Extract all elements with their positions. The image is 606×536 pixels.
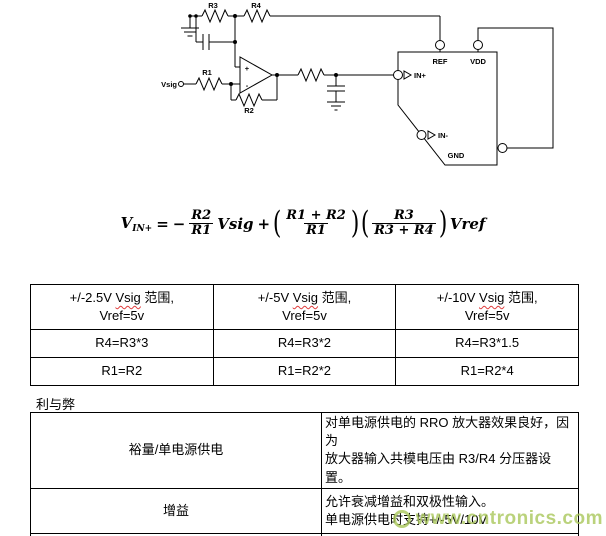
opamp: + - (239, 56, 274, 94)
ground-symbol-rc (327, 101, 345, 111)
range-header-5v: +/-5V Vsig 范围, Vref=5v (212, 284, 397, 330)
pros-row-headroom: 裕量/单电源供电 对单电源供电的 RRO 放大器效果良好，因为 放大器输入共模电… (30, 412, 579, 489)
fraction-r3-r3r4: R3 R3 + R4 (372, 208, 436, 239)
r1-cell: R1=R2*2 (212, 357, 397, 386)
range-header-10v: +/-10V Vsig 范围, Vref=5v (395, 284, 579, 330)
plus-sign: + (257, 214, 271, 233)
resistor-r4: R4 (243, 1, 271, 24)
minus-sign: − (172, 214, 186, 233)
vsig-label: Vsig (161, 80, 177, 89)
left-paren: ( (272, 204, 282, 241)
r4-cell: R4=R3*1.5 (395, 329, 579, 358)
vsig-input: Vsig (161, 80, 196, 89)
r1-cell: R1=R2 (30, 357, 214, 386)
fraction-r1r2-r1: R1 + R2 R1 (286, 208, 346, 239)
opamp-minus-sign: - (246, 81, 249, 90)
vdd-label: VDD (470, 57, 486, 66)
range-table-r4-row: R4=R3*3 R4=R3*2 R4=R3*1.5 (30, 329, 579, 358)
watermark-logo-icon (392, 510, 411, 528)
pros-cons-table: 裕量/单电源供电 对单电源供电的 RRO 放大器效果良好，因为 放大器输入共模电… (30, 412, 579, 536)
r4-cell: R4=R3*3 (30, 329, 214, 358)
right-paren: ) (350, 204, 360, 241)
rc-filter-resistor (272, 67, 394, 83)
vdd-gnd-wire (477, 27, 554, 149)
range-table-header-row: +/-2.5V Vsig 范围, Vref=5v +/-5V Vsig 范围, … (30, 284, 579, 330)
pros-cons-title: 利与弊 (36, 397, 76, 412)
r1-label: R1 (202, 68, 212, 77)
fraction-r2-r1: R2 R1 (189, 208, 214, 239)
r4-label: R4 (251, 1, 261, 10)
vsig-term: Vsig (217, 214, 254, 233)
gnd-label: GND (448, 151, 465, 160)
pros-row-gain: 增益 允许衰减增益和双极性输入。 单电源供电时支持+/-5V/10V (30, 487, 579, 534)
divider-capacitor (194, 14, 237, 50)
resistor-r2-feedback: R2 (230, 73, 279, 115)
vref-term: Vref (449, 214, 486, 233)
r1-cell: R1=R2*4 (395, 357, 579, 386)
watermark: www.cntronics.com (392, 508, 603, 530)
ref-label: REF (433, 57, 448, 66)
pros-desc: 高阻抗受放大器的输入漏电流限制 (321, 532, 579, 536)
range-table-r1-row: R1=R2 R1=R2*2 R1=R2*4 (30, 357, 579, 386)
pin-vdd: VDD (470, 40, 486, 66)
pros-desc: 对单电源供电的 RRO 放大器效果良好，因为 放大器输入共模电压由 R3/R4 … (321, 412, 579, 489)
r2-label: R2 (244, 106, 254, 115)
opamp-plus-sign: + (245, 64, 250, 73)
resistor-r1: R1 (195, 68, 240, 92)
pros-label: 增益 (30, 487, 322, 534)
rc-filter-capacitor (327, 75, 345, 102)
left-paren: ( (360, 204, 370, 241)
pros-label: 裕量/单电源供电 (30, 412, 322, 489)
resistor-r3: R3 (201, 1, 229, 24)
vsig-range-table: +/-2.5V Vsig 范围, Vref=5v +/-5V Vsig 范围, … (30, 284, 579, 386)
equals-sign: = (156, 214, 169, 233)
pin-ref: REF (433, 16, 448, 66)
vsig-terminal (178, 81, 184, 87)
pros-row-impedance: 输入阻抗 高阻抗受放大器的输入漏电流限制 (30, 532, 579, 536)
in-plus-label: IN+ (414, 71, 427, 80)
adc-block (397, 51, 498, 166)
formula-lhs: VIN+ (120, 213, 153, 234)
range-header-2v5: +/-2.5V Vsig 范围, Vref=5v (30, 284, 214, 330)
pin-gnd: GND (448, 143, 508, 160)
pin-in-plus: IN+ (393, 70, 427, 80)
r3-label: R3 (208, 1, 218, 10)
r4-cell: R4=R3*2 (212, 329, 397, 358)
divider-tap-wire (234, 16, 240, 68)
transfer-function-formula: VIN+ = − R2 R1 Vsig + ( R1 + R2 R1 ) ( R… (0, 204, 606, 241)
vref-rail-wire (188, 14, 440, 18)
in-minus-label: IN- (438, 131, 449, 140)
pin-in-minus: IN- (416, 130, 449, 140)
circuit-diagram: R3 R4 Vsig (161, 1, 554, 166)
right-paren: ) (438, 204, 448, 241)
watermark-text: www.cntronics.com (415, 508, 603, 529)
